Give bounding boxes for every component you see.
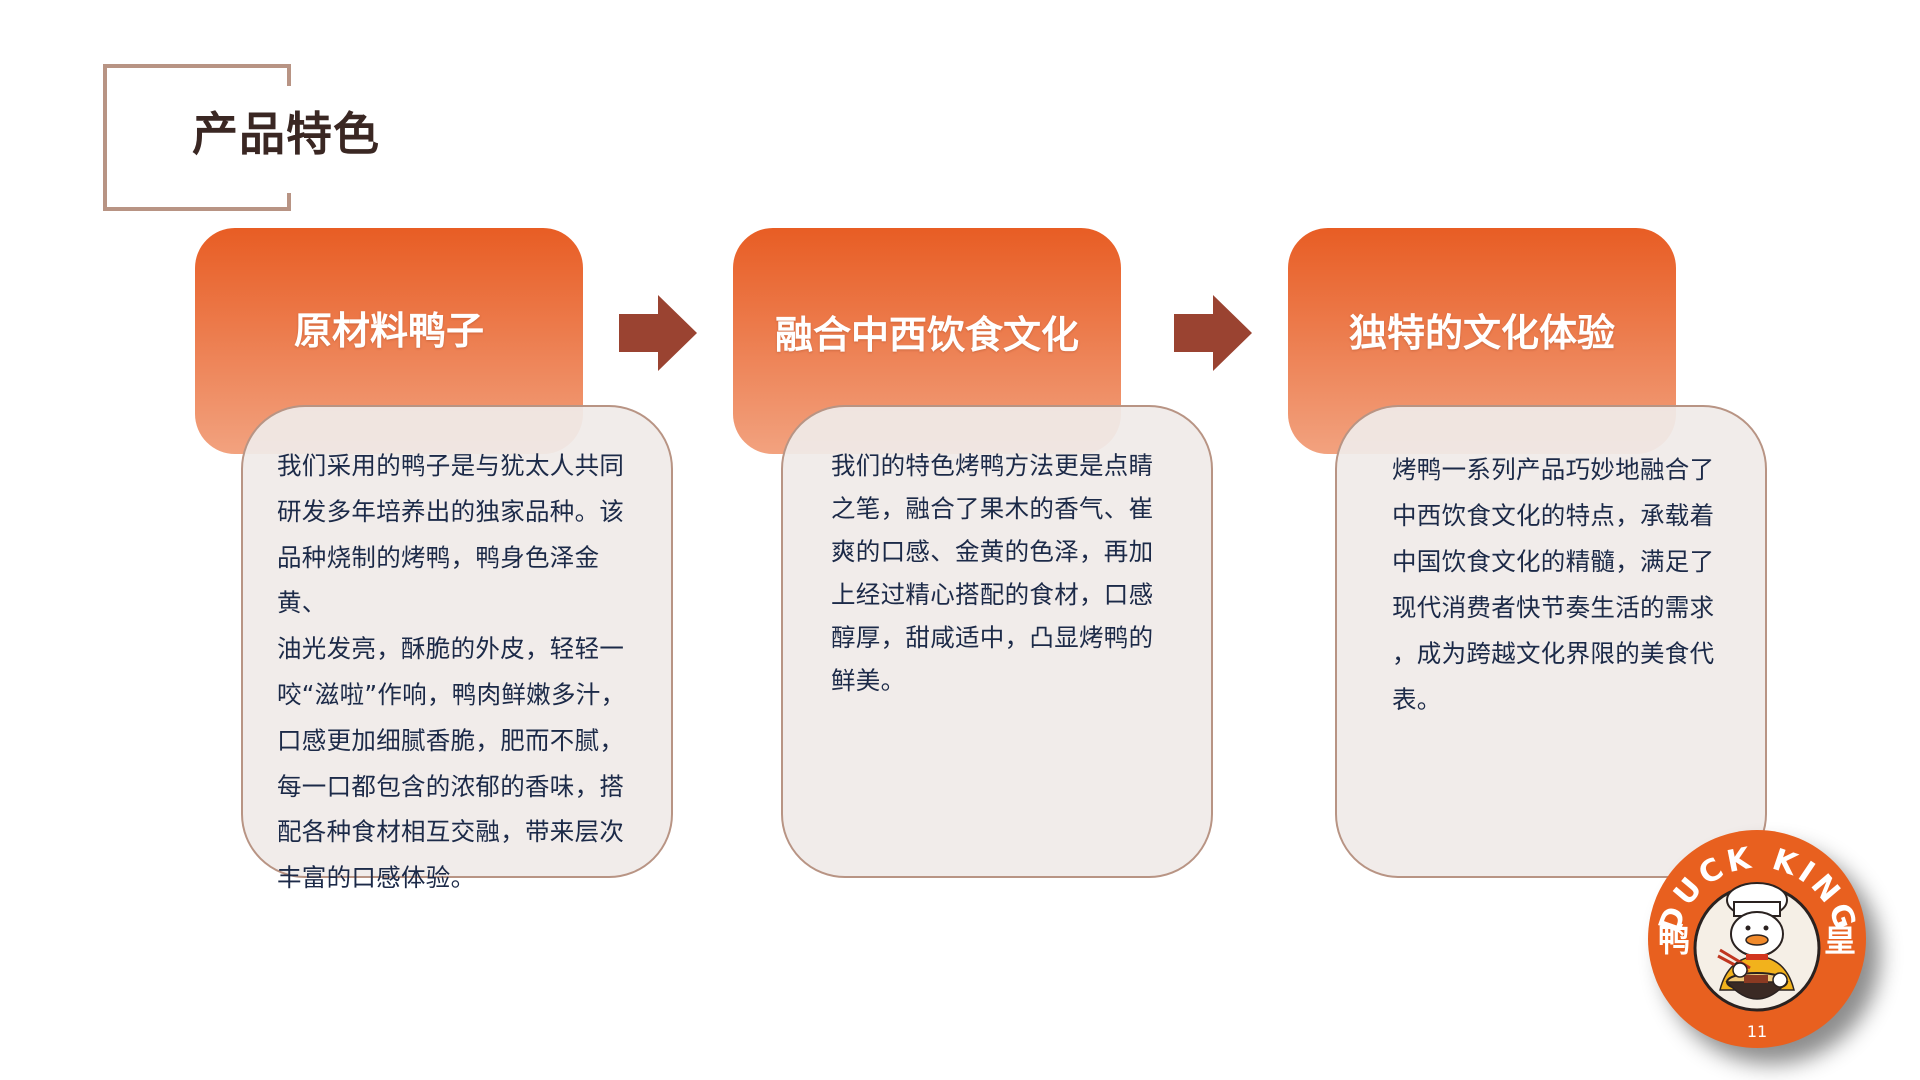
step-title-3: 独特的文化体验 (1348, 311, 1615, 355)
step-body-1: 我们采用的鸭子是与犹太人共同 研发多年培养出的独家品种。该 品种烧制的烤鸭，鸭身… (277, 451, 626, 893)
logo-char-right: 皇 (1823, 921, 1856, 959)
frame-line-right-bottom (287, 193, 291, 211)
step-body-3: 烤鸭一系列产品巧妙地融合了 中西饮食文化的特点，承载着 中国饮食文化的精髓，满足… (1392, 455, 1715, 714)
frame-line-top (103, 64, 291, 68)
frame-line-bottom (103, 207, 291, 211)
duck-king-logo: DUCK KING 鸭 皇 11 (1648, 830, 1866, 1048)
step-title-1: 原材料鸭子 (293, 309, 484, 353)
title-frame (103, 64, 291, 211)
page-title: 产品特色 (192, 107, 380, 161)
arrow-right-icon (619, 295, 697, 371)
page-number: 11 (1746, 1022, 1768, 1041)
step-card-2: 我们的特色烤鸭方法更是点睛 之笔，融合了果木的香气、崔 爽的口感、金黄的色泽，再… (781, 405, 1213, 878)
frame-line-right-top (287, 64, 291, 86)
frame-line-left (103, 64, 107, 211)
step-header-2: 融合中西饮食文化 (733, 228, 1121, 454)
step-body-2: 我们的特色烤鸭方法更是点睛 之笔，融合了果木的香气、崔 爽的口感、金黄的色泽，再… (831, 451, 1154, 695)
logo-char-left: 鸭 (1658, 921, 1691, 959)
step-card-3: 烤鸭一系列产品巧妙地融合了 中西饮食文化的特点，承载着 中国饮食文化的精髓，满足… (1335, 405, 1767, 878)
duck-chef-logo-icon: DUCK KING (1652, 840, 1860, 1012)
arrow-right-icon (1174, 295, 1252, 371)
step-title-2: 融合中西饮食文化 (774, 313, 1079, 357)
step-card-1: 我们采用的鸭子是与犹太人共同 研发多年培养出的独家品种。该 品种烧制的烤鸭，鸭身… (241, 405, 673, 892)
